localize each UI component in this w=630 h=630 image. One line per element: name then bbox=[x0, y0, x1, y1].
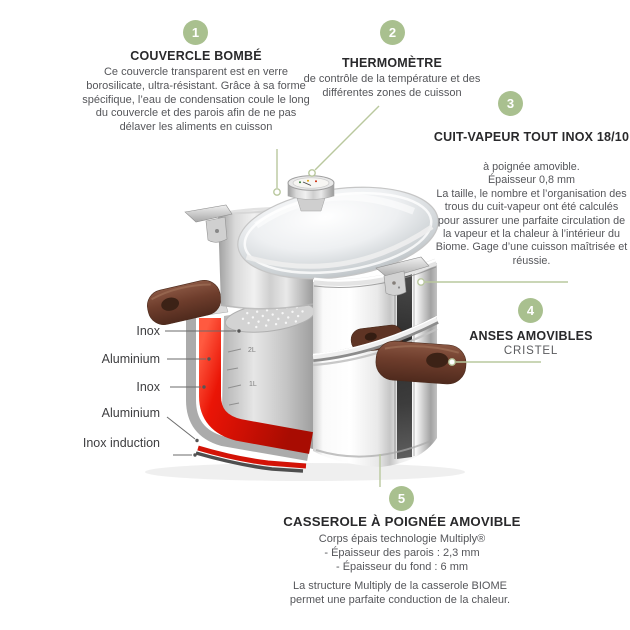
callout-4-title: ANSES AMOVIBLES bbox=[469, 329, 593, 343]
callout-2-badge: 2 bbox=[380, 20, 405, 45]
callout-3-number: 3 bbox=[506, 96, 515, 111]
callout-5-title: CASSEROLE À POIGNÉE AMOVIBLE bbox=[283, 514, 521, 529]
callout-2-body: de contrôle de la température et des dif… bbox=[303, 73, 481, 99]
callout-1-title: COUVERCLE BOMBÉ bbox=[130, 49, 262, 63]
callout-3-title: CUIT-VAPEUR TOUT INOX 18/10 bbox=[433, 130, 630, 144]
layer-inox-induction bbox=[195, 451, 304, 473]
handle-left-hole bbox=[161, 297, 180, 311]
handle-left bbox=[147, 280, 222, 325]
callout-1-badge: 1 bbox=[183, 20, 208, 45]
leader-1-anchor bbox=[273, 188, 281, 196]
measure-mark-1l: 1L bbox=[249, 381, 257, 388]
callout-2-number: 2 bbox=[388, 25, 397, 40]
floor-shadow bbox=[145, 463, 465, 481]
callout-4-number: 4 bbox=[526, 303, 535, 318]
layer-inox-outer bbox=[186, 318, 309, 461]
callout-3-badge: 3 bbox=[498, 91, 523, 116]
layer-label-inox-induction: Inox induction bbox=[82, 436, 160, 450]
layer-label-inox-1: Inox bbox=[136, 324, 160, 338]
thermometer-dial bbox=[292, 177, 330, 189]
callout-4-brand: CRISTEL bbox=[503, 345, 559, 357]
cutaway-interior: 2L 1L bbox=[222, 301, 316, 449]
layer-label-aluminium-2: Aluminium bbox=[101, 406, 160, 420]
callout-5-badge: 5 bbox=[389, 486, 414, 511]
callout-leader-lines bbox=[273, 105, 568, 487]
leader-2-anchor bbox=[308, 169, 316, 177]
callout-1-body: Ce couvercle transparent est en verre bo… bbox=[82, 66, 310, 134]
rim-bead bbox=[312, 315, 439, 367]
callout-1-number: 1 bbox=[191, 25, 200, 40]
layer-label-inox-2: Inox bbox=[136, 380, 160, 394]
cutaway-layers bbox=[186, 304, 313, 473]
leader-3-anchor bbox=[417, 278, 425, 286]
handle-right bbox=[375, 340, 467, 385]
callout-3-body: à poignée amovible. Épaisseur 0,8 mm La … bbox=[435, 161, 628, 267]
casserole-side-tab bbox=[375, 256, 430, 296]
layer-leader-lines bbox=[165, 329, 241, 457]
steamer-side-tab bbox=[184, 204, 233, 243]
leader-2 bbox=[314, 105, 380, 171]
thermometer bbox=[287, 175, 335, 212]
leader-4-anchor bbox=[448, 358, 456, 366]
callout-2-title: THERMOMÈTRE bbox=[341, 56, 443, 70]
layer-label-aluminium-1: Aluminium bbox=[101, 352, 160, 366]
measure-mark-2l: 2L bbox=[248, 347, 256, 354]
callout-5-body: Corps épais technologie Multiply® - Épai… bbox=[318, 533, 486, 573]
callout-4-badge: 4 bbox=[518, 298, 543, 323]
callout-5-footer: La structure Multiply de la casserole BI… bbox=[289, 580, 511, 606]
layer-aluminium-bottom bbox=[197, 445, 307, 469]
measure-marks bbox=[226, 348, 242, 406]
callout-5-number: 5 bbox=[397, 491, 406, 506]
handle-right-hole bbox=[426, 352, 449, 368]
layer-aluminium-wall bbox=[199, 318, 313, 454]
lid-glass bbox=[237, 186, 439, 280]
